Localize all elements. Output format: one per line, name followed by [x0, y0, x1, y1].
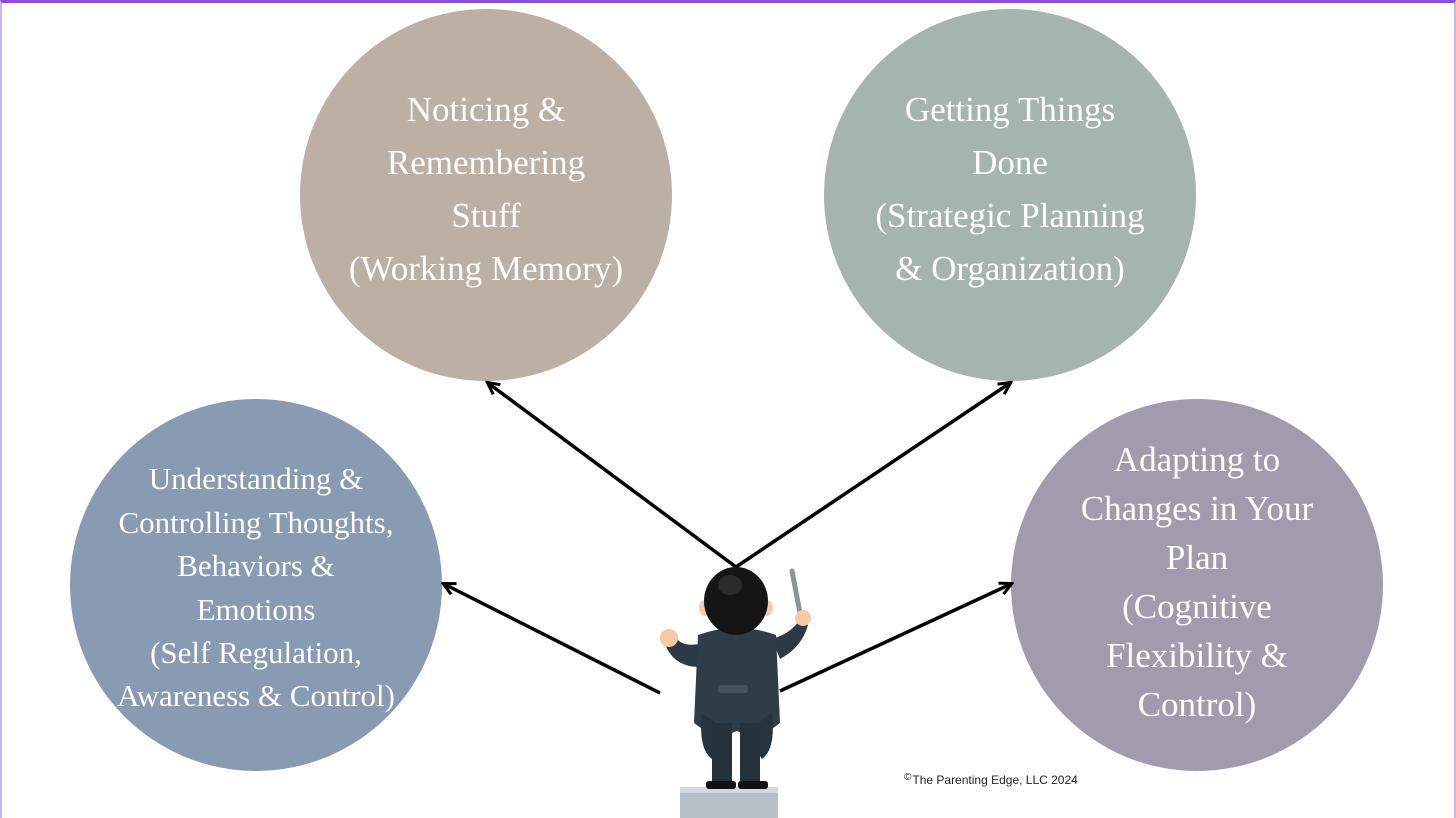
copyright-notice: ©The Parenting Edge, LLC 2024 — [904, 772, 1078, 787]
arrow-to-working-memory — [488, 383, 738, 569]
strategic-planning-label: Getting Things Done (Strategic Planning … — [875, 89, 1145, 289]
arrows-layer — [2, 3, 1454, 695]
copyright-symbol: © — [904, 772, 912, 783]
copyright-text: The Parenting Edge, LLC 2024 — [912, 773, 1078, 787]
working-memory-circle: Noticing & Remembering Stuff (Working Me… — [300, 9, 672, 381]
cognitive-flexibility-label: Adapting to Changes in Your Plan (Cognit… — [1080, 440, 1314, 724]
arrow-to-cognitive-flexibility — [779, 584, 1011, 693]
self-regulation-label: Understanding & Controlling Thoughts, Be… — [117, 461, 395, 714]
self-regulation-circle: Understanding & Controlling Thoughts, Be… — [70, 399, 442, 771]
arrow-to-self-regulation — [444, 584, 661, 695]
working-memory-label: Noticing & Remembering Stuff (Working Me… — [348, 89, 624, 289]
arrow-to-strategic-planning — [735, 383, 1010, 569]
orchestra-conductor-icon — [660, 567, 811, 818]
cognitive-flexibility-circle: Adapting to Changes in Your Plan (Cognit… — [1011, 399, 1383, 771]
strategic-planning-circle: Getting Things Done (Strategic Planning … — [824, 9, 1196, 381]
